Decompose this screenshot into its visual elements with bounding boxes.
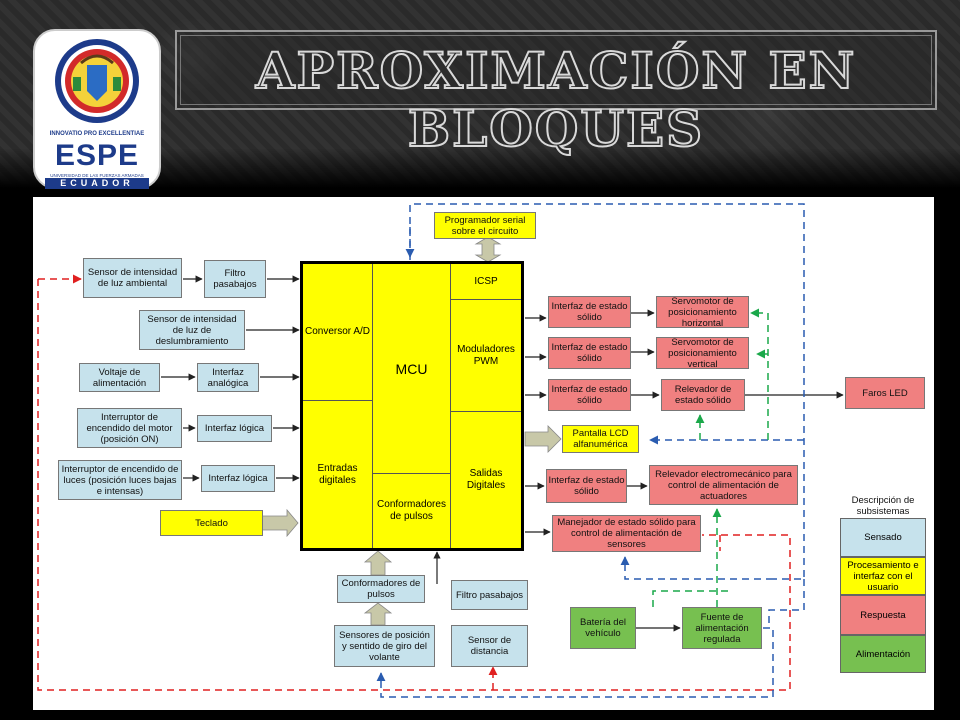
programador-block: Programador serial sobre el circuito [434, 212, 536, 239]
sensor-distancia-block: Sensor de distancia [451, 625, 528, 667]
interruptor-motor-block: Interruptor de encendido del motor (posi… [77, 408, 182, 448]
bateria-block: Batería del vehículo [570, 607, 636, 649]
interfaz-logica-1-block: Interfaz lógica [197, 415, 272, 442]
logo-university: UNIVERSIDAD DE LAS FUERZAS ARMADAS [50, 173, 144, 178]
interfaz-ss-3-block: Interfaz de estado sólido [548, 379, 631, 411]
filtro-pasabajos-block: Filtro pasabajos [204, 260, 266, 298]
interfaz-logica-2-block: Interfaz lógica [201, 465, 275, 492]
page-title: APROXIMACIÓN EN BLOQUES [255, 41, 857, 159]
mcu-core-cell: MCU [373, 264, 451, 474]
sensor-luz-ambiental-block: Sensor de intensidad de luz ambiental [83, 258, 182, 298]
interruptor-luces-block: Interruptor de encendido de luces (posic… [58, 460, 182, 500]
interfaz-ss-4-block: Interfaz de estado sólido [546, 469, 627, 503]
salidas-digitales-cell: Salidas Digitales [451, 412, 521, 548]
entradas-digitales-cell: Entradas digitales [303, 401, 373, 548]
green-power-lines [652, 308, 769, 607]
legend-procesamiento: Procesamiento e interfaz con el usuario [840, 557, 926, 595]
servo-vertical-block: Servomotor de posicionamiento vertical [656, 337, 749, 370]
block-diagram: Sensor de intensidad de luz ambiental Fi… [33, 197, 934, 710]
title-frame: APROXIMACIÓN EN BLOQUES [175, 30, 937, 159]
conformadores-pulsos-block: Conformadores de pulsos [337, 575, 425, 603]
conformadores-cell: Conformadores de pulsos [373, 474, 451, 548]
sensores-volante-block: Sensores de posición y sentido de giro d… [334, 625, 435, 667]
servo-horizontal-block: Servomotor de posicionamiento horizontal [656, 296, 749, 329]
manejador-ss-block: Manejador de estado sólido para control … [552, 515, 701, 552]
pantalla-lcd-block: Pantalla LCD alfanumérica [562, 425, 639, 453]
voltaje-alimentacion-block: Voltaje de alimentación [79, 363, 160, 392]
signal-lines [161, 275, 844, 632]
legend-sensado: Sensado [840, 518, 926, 557]
sensor-deslumbramiento-block: Sensor de intensidad de luz de deslumbra… [139, 310, 245, 350]
teclado-block: Teclado [160, 510, 263, 536]
interfaz-ss-2-block: Interfaz de estado sólido [548, 337, 631, 369]
mcu-block: Conversor A/D Entradas digitales MCU Con… [300, 261, 524, 551]
relevador-ss-block: Relevador de estado sólido [661, 379, 745, 411]
icsp-cell: ICSP [451, 264, 521, 300]
seal-icon [55, 39, 139, 123]
interfaz-analogica-block: Interfaz analógica [197, 363, 259, 392]
fuente-block: Fuente de alimentación regulada [682, 607, 762, 649]
legend-alimentacion: Alimentación [840, 635, 926, 673]
pwm-cell: Moduladores PWM [451, 300, 521, 412]
relevador-electromecanico-block: Relevador electromecánico para control d… [649, 465, 798, 505]
interfaz-ss-1-block: Interfaz de estado sólido [548, 296, 631, 328]
blue-power-lines [376, 203, 805, 698]
logo-country: ECUADOR [45, 178, 149, 189]
logo-brand: ESPE [54, 139, 140, 172]
logo-motto: INNOVATIO PRO EXCELLENTIAE [49, 131, 145, 137]
red-power-lines [37, 274, 791, 691]
filtro-pasabajos-2-block: Filtro pasabajos [451, 580, 528, 610]
faros-led-block: Faros LED [845, 377, 925, 409]
legend-respuesta: Respuesta [840, 595, 926, 635]
conversor-ad-cell: Conversor A/D [303, 264, 373, 401]
legend-title: Descripción de subsistemas [851, 495, 915, 517]
espe-logo: INNOVATIO PRO EXCELLENTIAE ESPE UNIVERSI… [33, 29, 161, 189]
